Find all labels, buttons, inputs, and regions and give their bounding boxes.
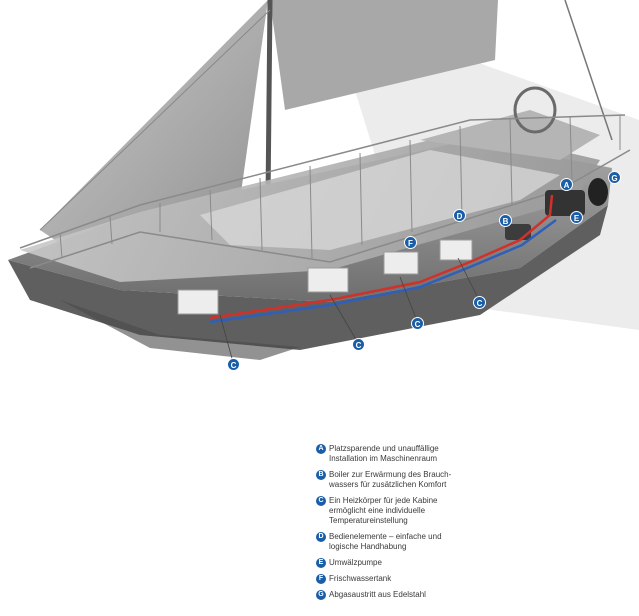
jib-sail (40, 0, 268, 250)
legend-text: Umwälzpumpe (329, 558, 382, 567)
legend-text: Installation im Maschinenraum (329, 454, 438, 463)
legend-text: logische Handhabung (329, 542, 407, 551)
radiator (439, 239, 473, 261)
pipe-hot (209, 194, 554, 320)
rigging-line (564, 0, 613, 141)
pipe-cold (209, 218, 557, 324)
sailboat-illustration (8, 0, 639, 363)
legend-text: Ein Heizkörper für jede Kabine (329, 496, 438, 505)
radiator (177, 289, 219, 315)
rigging-line (39, 9, 271, 231)
legend-text: Abgasaustritt aus Edelstahl (329, 590, 426, 599)
legend-text: Boiler zur Erwärmung des Brauch- (329, 470, 452, 479)
marker-c: C (352, 338, 365, 351)
legend-text: wassers für zusätzlichen Komfort (329, 480, 447, 489)
railing (19, 114, 626, 249)
legend-badge: B (316, 470, 326, 480)
legend-badge: F (316, 574, 326, 584)
marker-g: G (608, 171, 621, 184)
boiler (505, 224, 531, 240)
marker-c: C (227, 358, 240, 371)
legend-badge: D (316, 532, 326, 542)
legend-item-c: C Ein Heizkörper für jede Kabine ermögli… (316, 496, 626, 526)
marker-e: E (570, 211, 583, 224)
exhaust-outlet (588, 178, 608, 206)
legend-text: ermöglicht eine individuelle (329, 506, 426, 515)
legend-item-b: B Boiler zur Erwärmung des Brauch- wasse… (316, 470, 626, 490)
legend-badge: C (316, 496, 326, 506)
marker-d: D (453, 209, 466, 222)
steering-wheel (513, 86, 557, 134)
marker-c: C (411, 317, 424, 330)
cabin-roof (200, 150, 560, 250)
heater-unit (545, 190, 585, 216)
radiator (383, 251, 419, 275)
marker-c: C (473, 296, 486, 309)
legend-badge: G (316, 590, 326, 600)
legend-item-a: A Platzsparende und unauffällige Install… (316, 444, 626, 464)
main-sail (270, 0, 498, 110)
marker-a: A (560, 178, 573, 191)
legend-badge: E (316, 558, 326, 568)
marker-f: F (404, 236, 417, 249)
radiator (307, 267, 349, 293)
marker-b: B (499, 214, 512, 227)
legend-text: Frischwassertank (329, 574, 392, 583)
legend-item-g: G Abgasaustritt aus Edelstahl (316, 590, 626, 600)
legend-item-e: E Umwälzpumpe (316, 558, 626, 568)
legend-text: Platzsparende und unauffällige (329, 444, 439, 453)
legend-item-d: D Bedienelemente – einfache und logische… (316, 532, 626, 552)
keel-shadow (60, 300, 300, 360)
legend: A Platzsparende und unauffällige Install… (316, 444, 626, 606)
legend-text: Temperatureinstellung (329, 516, 408, 525)
mast (265, 0, 273, 201)
railing (29, 149, 631, 269)
legend-item-f: F Frischwassertank (316, 574, 626, 584)
hull-lower (8, 205, 608, 350)
legend-badge: A (316, 444, 326, 454)
legend-text: Bedienelemente – einfache und (329, 532, 442, 541)
